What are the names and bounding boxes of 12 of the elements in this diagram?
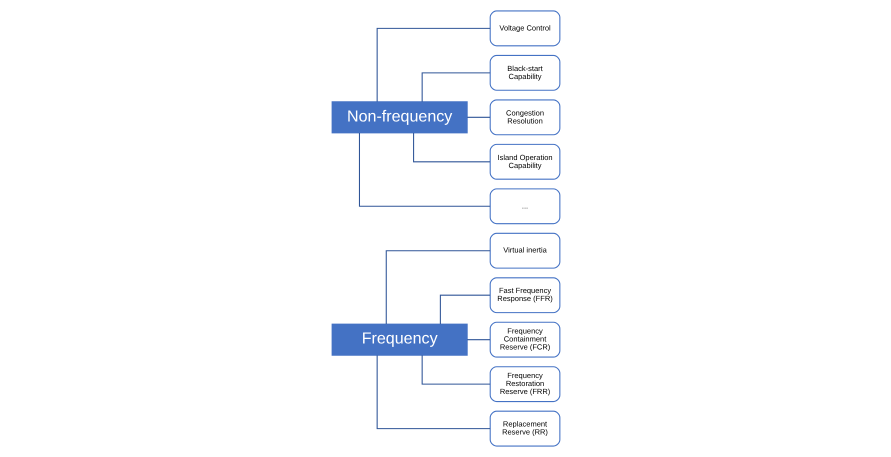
connector [412,132,490,162]
connector [466,339,490,340]
connector [358,133,490,207]
node-box: Frequency [331,324,468,356]
connector [439,294,490,324]
connector [421,355,490,385]
connector [385,250,490,324]
connector [466,116,490,118]
connector [376,28,490,102]
connector [421,72,490,102]
connector [376,355,490,430]
node-box: Non-frequency [331,101,468,134]
